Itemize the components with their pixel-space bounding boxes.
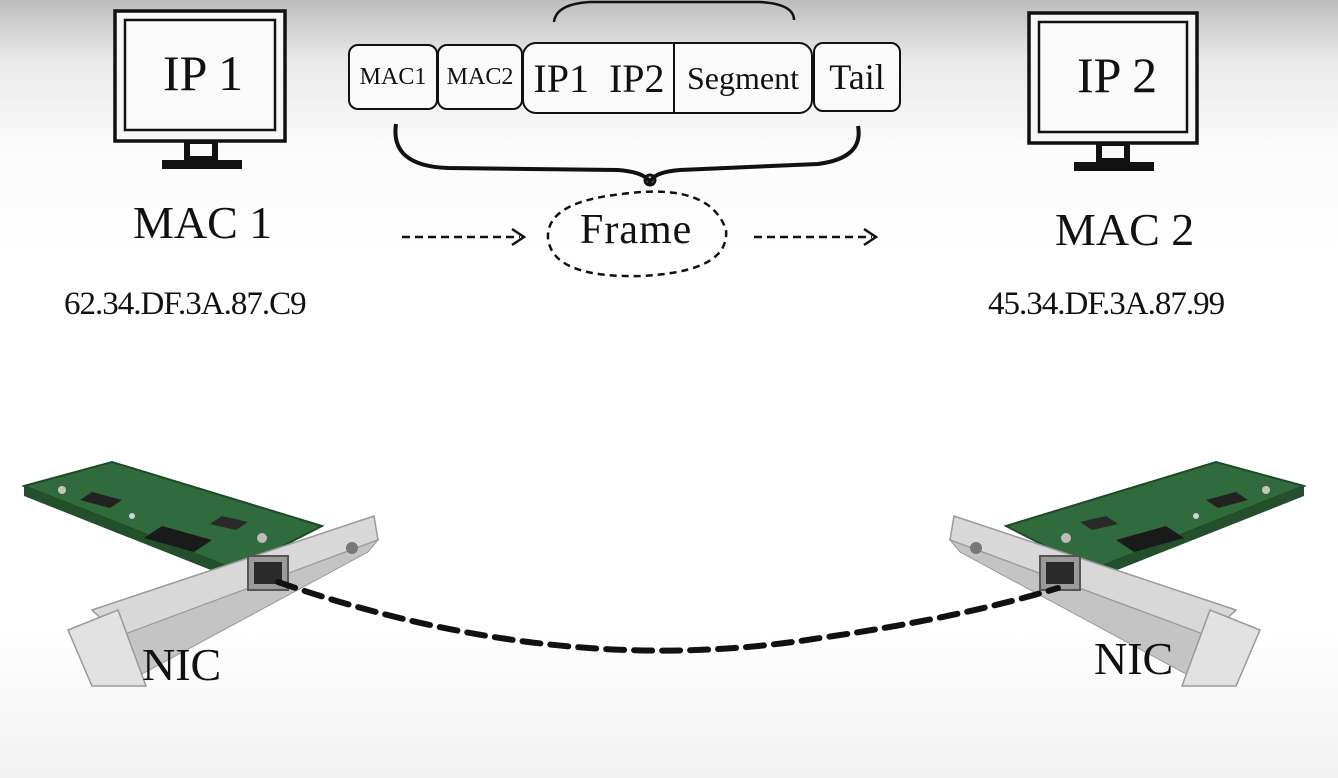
monitor-ip-right: IP 2 [1077, 47, 1158, 103]
monitor-icon-left [113, 9, 287, 169]
frame-field-ip: IP1 IP2 [522, 42, 676, 114]
brace-icon-top [552, 0, 796, 23]
arrow-right-icon-left [402, 227, 527, 247]
frame-field-segment: Segment [673, 42, 813, 114]
frame-field-tail: Tail [813, 42, 901, 112]
arrow-right-icon-right [754, 227, 879, 247]
nic-label-left: NIC [142, 639, 222, 690]
mac-address-right: 45.34.DF.3A.87.99 [988, 286, 1225, 322]
frame-field-mac2: MAC2 [437, 44, 523, 110]
monitor-ip-left: IP 1 [163, 45, 244, 101]
brace-icon-bottom [393, 123, 861, 187]
mac-label-left: MAC 1 [133, 197, 273, 248]
network-card-icon-right [948, 460, 1306, 687]
monitor-icon-right [1027, 11, 1199, 171]
frame-field-mac1: MAC1 [348, 44, 438, 110]
frame-bubble [546, 190, 728, 278]
frame-label: Frame [580, 207, 693, 253]
mac-label-right: MAC 2 [1055, 204, 1195, 255]
network-card-icon-left [22, 460, 380, 687]
nic-label-right: NIC [1094, 633, 1174, 684]
mac-address-left: 62.34.DF.3A.87.C9 [64, 286, 307, 322]
